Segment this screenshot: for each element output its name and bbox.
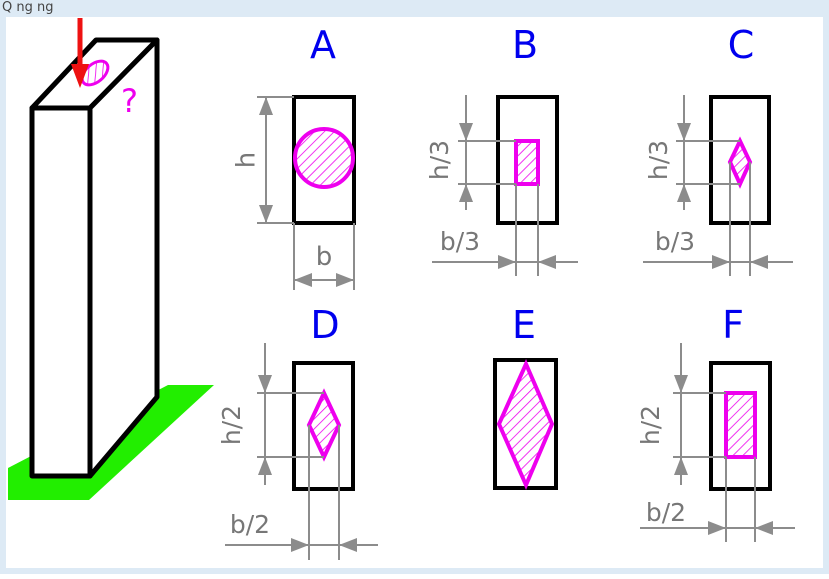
dim-label-b-b: b/3 xyxy=(440,227,480,256)
dim-label-b-a: b xyxy=(316,242,333,272)
dim-label-h-c: h/3 xyxy=(644,140,673,180)
option-letter-f: F xyxy=(722,303,744,347)
dim-label-b-d: b/2 xyxy=(230,510,270,539)
kern-diamond-e xyxy=(496,359,555,491)
load-arrow xyxy=(71,18,89,88)
option-b: h/3 b/3 xyxy=(425,95,578,276)
header-text: Q ng ng xyxy=(2,0,53,15)
dim-label-h-d: h/2 xyxy=(217,405,246,445)
kern-rectangle-f xyxy=(724,391,757,459)
option-letter-d: D xyxy=(310,303,339,347)
dim-label-b-f: b/2 xyxy=(646,498,686,527)
option-e xyxy=(493,358,558,491)
dim-label-h-f: h/2 xyxy=(636,405,665,445)
kern-rectangle-b xyxy=(514,139,540,186)
dim-label-b-c: b/3 xyxy=(655,227,695,256)
option-c: h/3 b/3 xyxy=(643,95,793,276)
dim-label-h-a: h xyxy=(232,152,262,168)
kern-circle-a xyxy=(293,127,355,189)
option-letter-a: A xyxy=(310,23,336,67)
option-letter-e: E xyxy=(512,303,536,347)
cross-section-c xyxy=(709,95,771,225)
load-area-ellipse xyxy=(80,59,110,87)
option-letter-b: B xyxy=(512,23,538,67)
option-d: h/2 b/2 xyxy=(217,343,378,560)
option-letter-c: C xyxy=(728,23,755,67)
question-mark: ? xyxy=(121,82,138,120)
column-3d xyxy=(29,37,160,479)
option-f: h/2 b/2 xyxy=(636,343,795,542)
column-front-face xyxy=(29,105,93,479)
option-a: h b xyxy=(232,95,356,290)
dim-label-h-b: h/3 xyxy=(425,140,454,180)
